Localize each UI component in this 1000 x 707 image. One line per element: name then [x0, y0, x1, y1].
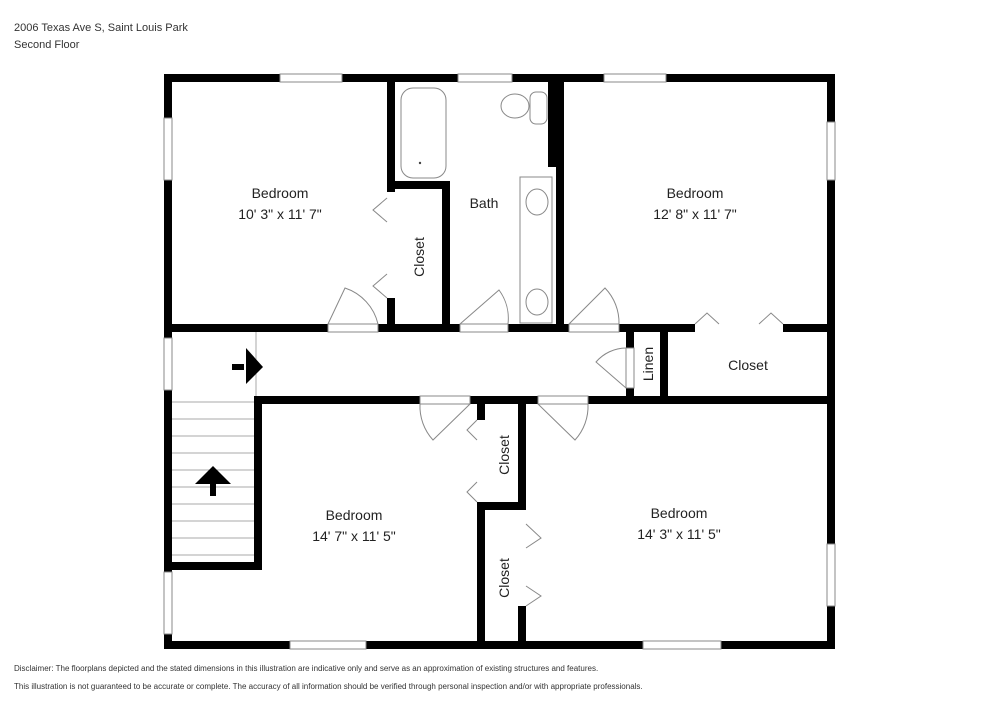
room-dimensions: 14' 3" x 11' 5"	[637, 526, 721, 542]
door-swings	[327, 197, 784, 607]
arrow-right-icon	[232, 348, 263, 384]
room-name: Closet	[496, 558, 512, 598]
stairs	[172, 332, 257, 556]
room-name: Closet	[728, 357, 768, 373]
arrow-up-icon	[195, 466, 231, 496]
windows	[163, 73, 836, 650]
room-dimensions: 14' 7" x 11' 5"	[312, 528, 396, 544]
room-name: Linen	[640, 347, 656, 381]
toilet-icon	[500, 93, 530, 119]
room-name: Closet	[411, 237, 427, 277]
room-name: Bedroom	[667, 185, 724, 201]
bath-fixtures	[400, 87, 553, 324]
room-dimensions: 10' 3" x 11' 7"	[238, 206, 322, 222]
disclaimer-line-2: This illustration is not guaranteed to b…	[14, 682, 643, 691]
room-dimensions: 12' 8" x 11' 7"	[653, 206, 737, 222]
room-name: Bath	[470, 195, 499, 211]
bathtub-icon	[400, 87, 447, 179]
floor-title: Second Floor	[14, 39, 80, 51]
disclaimer-line-1: Disclaimer: The floorplans depicted and …	[14, 664, 599, 673]
room-name: Bedroom	[252, 185, 309, 201]
address-title: 2006 Texas Ave S, Saint Louis Park	[14, 22, 188, 34]
room-name: Bedroom	[651, 505, 708, 521]
room-name: Bedroom	[326, 507, 383, 523]
vanity-icon	[519, 176, 553, 324]
room-name: Closet	[496, 435, 512, 475]
